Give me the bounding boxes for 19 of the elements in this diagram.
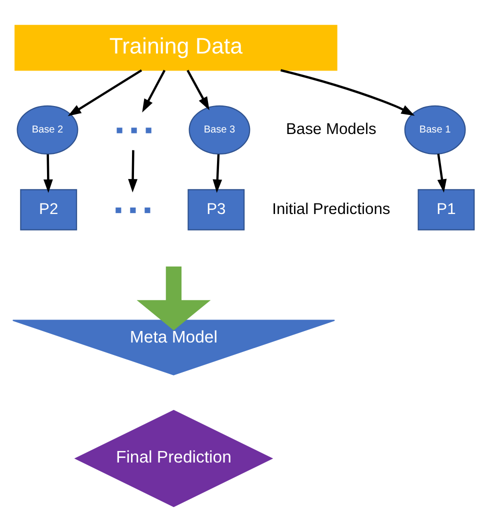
arrow [68,68,142,116]
arrow [128,150,138,192]
arrow [280,68,415,116]
arrow [43,154,53,192]
node-box: Training Data [14,24,338,70]
label: Initial Predictions [272,200,390,218]
label: Base Models [286,120,376,138]
node-ellipse: Base 3 [188,104,250,154]
node-box: P3 [188,188,245,230]
arrow [437,153,447,192]
node-ellipse: Base 1 [404,104,466,154]
arrow [136,266,211,330]
arrow [142,69,166,112]
node-diamond: Final Prediction [74,409,274,507]
arrow [186,69,210,110]
node-ellipse: Base 2 [16,104,78,154]
arrow [212,154,222,192]
node-box: P1 [418,188,475,230]
node-box: P2 [20,188,78,230]
